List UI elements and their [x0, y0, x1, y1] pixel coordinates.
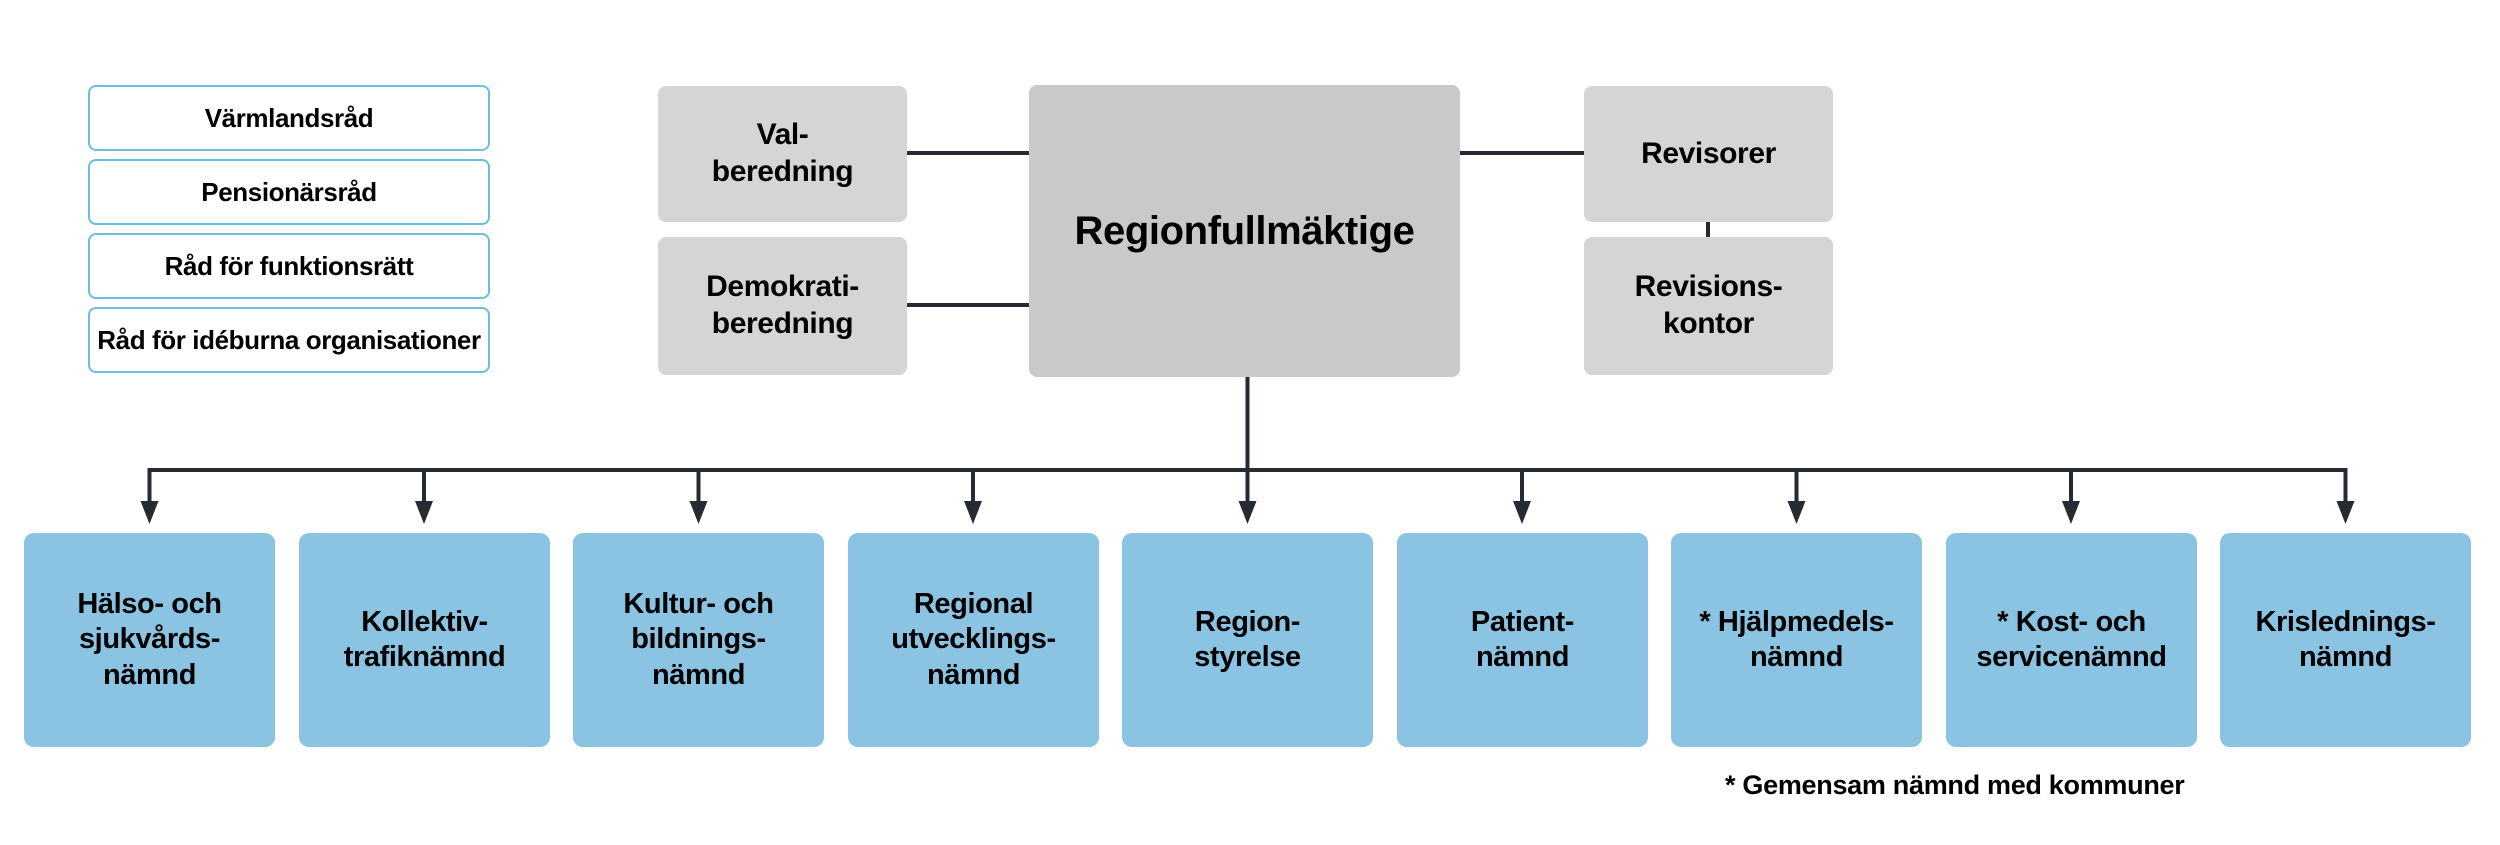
- board-halso-och-sjukvardsnamnd: Hälso- och sjukvårds- nämnd: [24, 533, 275, 747]
- board-kultur-och-bildningsnamnd-label: Kultur- och bildnings- nämnd: [623, 587, 774, 691]
- council-varmlandsrad: Värmlandsråd: [88, 85, 490, 151]
- board-krisledningsnamnd-label: Krislednings- nämnd: [2255, 605, 2436, 673]
- board-patientnamnd-label: Patient- nämnd: [1470, 605, 1575, 673]
- board-patientnamnd: Patient- nämnd: [1397, 533, 1648, 747]
- regionfullmaktige-label: Regionfullmäktige: [1074, 208, 1415, 253]
- council-rad-for-funktionsratt-label: Råd för funktionsrätt: [164, 250, 414, 281]
- valberedning-label: Val- beredning: [711, 118, 854, 188]
- board-halso-och-sjukvardsnamnd-label: Hälso- och sjukvårds- nämnd: [77, 587, 222, 691]
- demokratiberedning-box: Demokrati- beredning: [658, 237, 907, 375]
- board-kost-och-servicenamnd: * Kost- och servicenämnd: [1946, 533, 2197, 747]
- revisorer-label: Revisorer: [1641, 136, 1776, 170]
- footnote: * Gemensam nämnd med kommuner: [1725, 770, 2185, 800]
- revisionskontor-label: Revisions- kontor: [1634, 270, 1783, 340]
- board-kultur-och-bildningsnamnd: Kultur- och bildnings- nämnd: [573, 533, 824, 747]
- board-regional-utvecklingsnamnd-label: Regional utvecklings- nämnd: [891, 587, 1056, 691]
- regionfullmaktige-box: Regionfullmäktige: [1029, 85, 1460, 377]
- board-krisledningsnamnd: Krislednings- nämnd: [2220, 533, 2471, 747]
- board-hjalpmedelsnamnd: * Hjälpmedels- nämnd: [1671, 533, 1922, 747]
- board-regionstyrelse: Region- styrelse: [1122, 533, 1373, 747]
- council-rad-for-ideburna-organisationer: Råd för idéburna organisationer: [88, 307, 490, 373]
- valberedning-box: Val- beredning: [658, 86, 907, 222]
- board-kollektivtrafiknamnd-label: Kollektiv- trafiknämnd: [343, 605, 506, 673]
- council-rad-for-ideburna-organisationer-label: Råd för idéburna organisationer: [97, 324, 481, 355]
- council-varmlandsrad-label: Värmlandsråd: [204, 102, 374, 133]
- board-hjalpmedelsnamnd-label: * Hjälpmedels- nämnd: [1699, 605, 1894, 673]
- board-regional-utvecklingsnamnd: Regional utvecklings- nämnd: [848, 533, 1099, 747]
- council-pensionarsrad-label: Pensionärsråd: [201, 176, 377, 207]
- revisorer-box: Revisorer: [1584, 86, 1833, 222]
- board-regionstyrelse-label: Region- styrelse: [1194, 605, 1301, 673]
- board-kost-och-servicenamnd-label: * Kost- och servicenämnd: [1976, 605, 2167, 673]
- demokratiberedning-label: Demokrati- beredning: [706, 270, 859, 340]
- council-rad-for-funktionsratt: Råd för funktionsrätt: [88, 233, 490, 299]
- revisionskontor-box: Revisions- kontor: [1584, 237, 1833, 375]
- board-kollektivtrafiknamnd: Kollektiv- trafiknämnd: [299, 533, 550, 747]
- council-pensionarsrad: Pensionärsråd: [88, 159, 490, 225]
